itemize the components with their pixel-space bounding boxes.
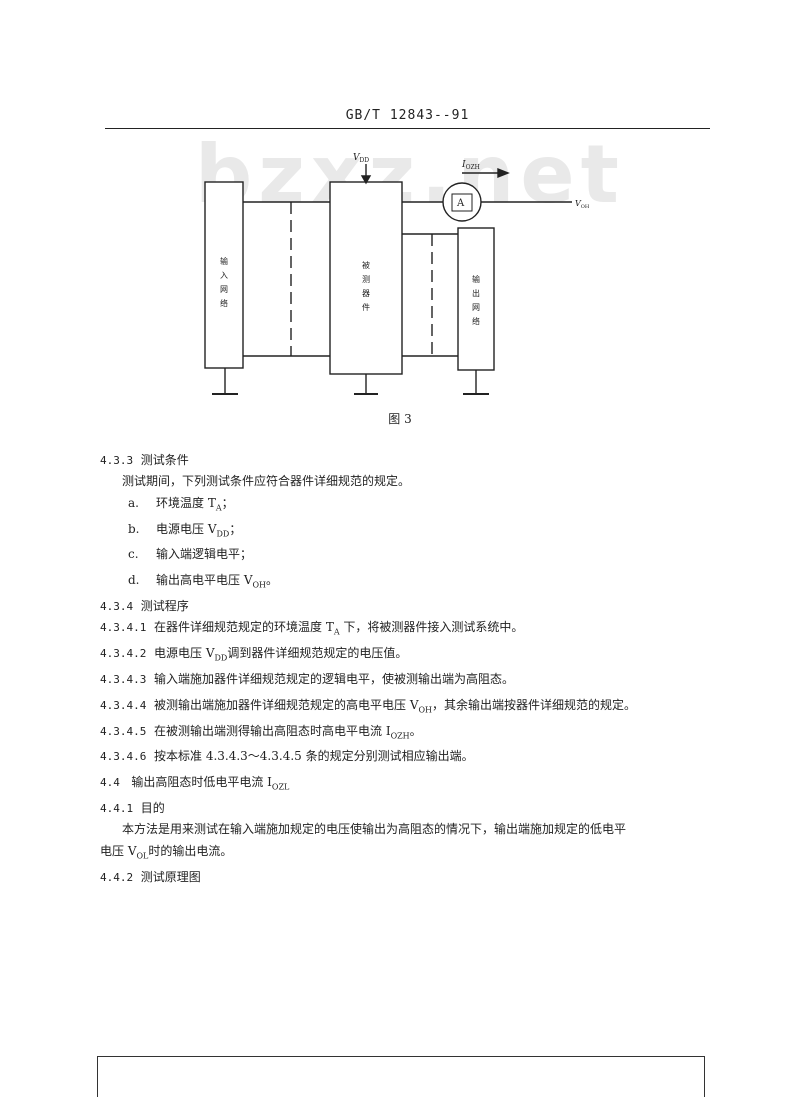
body-text: 4.3.3 测试条件 测试期间，下列测试条件应符合器件详细规范的规定。 a.环境… [100, 450, 720, 888]
section-433-intro: 测试期间，下列测试条件应符合器件详细规范的规定。 [122, 474, 411, 489]
procedure-step: 4.3.4.4 被测输出端施加器件详细规范规定的高电平电压 VOH，其余输出端按… [100, 697, 637, 715]
procedure-step: 4.3.4.6 按本标准 4.3.4.3～4.3.4.5 条的规定分别测试相应输… [100, 749, 474, 764]
output-network-label: 输 出 网 络 [472, 274, 480, 326]
header-standard-code: GB/T 12843--91 [345, 108, 470, 123]
svg-text:输: 输 [220, 256, 228, 266]
condition-item-a: a.环境温度 TA； [128, 495, 234, 513]
procedure-step: 4.3.4.3 输入端施加器件详细规范规定的逻辑电平，使被测输出端为高阻态。 [100, 672, 515, 686]
svg-text:网: 网 [472, 303, 480, 312]
svg-text:输: 输 [472, 274, 480, 284]
input-network-box [204, 181, 244, 369]
voh-label: VOH [575, 199, 590, 210]
svg-text:络: 络 [472, 316, 480, 326]
test-circuit-figure: VDD IOZH A VOH 输 入 网 络 被 测 器 件 输 出 网 络 [204, 153, 590, 395]
procedure-step: 4.3.4.2 电源电压 VDD调到器件详细规范规定的电压值。 [100, 646, 408, 663]
section-433-heading: 4.3.3 测试条件 [100, 453, 189, 467]
condition-item-d: d.输出高电平电压 VOH。 [128, 573, 279, 590]
purpose-paragraph-line2: 电压 VOL时的输出电流。 [100, 843, 233, 861]
svg-text:器: 器 [362, 289, 370, 298]
section-44-heading: 4.4 输出高阻态时低电平电流 IOZL [100, 775, 290, 792]
vdd-label: VDD [353, 153, 369, 164]
footer-frame [97, 1056, 705, 1097]
condition-item-c: c.输入端逻辑电平； [128, 547, 253, 562]
ammeter-label: A [456, 198, 465, 209]
procedure-step: 4.3.4.1 在器件详细规范规定的环境温度 TA 下，将被测器件接入测试系统中… [100, 620, 524, 637]
svg-text:络: 络 [220, 298, 228, 308]
svg-text:测: 测 [362, 275, 370, 284]
section-442-heading: 4.4.2 测试原理图 [100, 869, 201, 884]
purpose-paragraph-line1: 本方法是用来测试在输入端施加规定的电压使输出为高阻态的情况下，输出端施加规定的低… [122, 822, 627, 837]
section-441-heading: 4.4.1 目的 [100, 800, 165, 815]
figure-caption: 图 3 [388, 412, 412, 426]
input-network-label: 输 入 网 络 [220, 256, 228, 308]
svg-text:件: 件 [362, 302, 370, 312]
header-rule [105, 128, 710, 129]
section-434-heading: 4.3.4 测试程序 [100, 599, 189, 613]
svg-text:入: 入 [220, 271, 228, 280]
iozh-label: IOZH [461, 160, 480, 171]
output-network-box [457, 227, 495, 371]
svg-text:网: 网 [220, 285, 228, 294]
dut-label: 被 测 器 件 [362, 260, 370, 312]
condition-item-b: b.电源电压 VDD； [128, 521, 242, 538]
svg-text:被: 被 [362, 260, 370, 270]
svg-text:出: 出 [472, 288, 480, 298]
procedure-step: 4.3.4.5 在被测输出端测得输出高阻态时高电平电流 IOZH。 [100, 723, 422, 740]
